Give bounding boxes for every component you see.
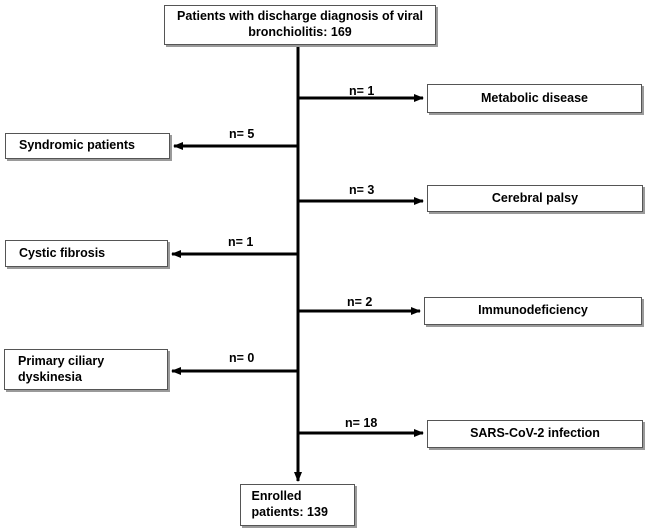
box-cerebral-palsy: Cerebral palsy [427,185,643,212]
enrolled-patients-text: Enrolled patients: 139 [251,489,328,519]
label-metabolic-disease: Metabolic disease [481,90,588,105]
count-sars-cov-2-infection: n= 18 [345,416,378,430]
count-cystic-fibrosis: n= 1 [228,235,254,249]
enrolled-patients-box: Enrolled patients: 139 [240,484,355,526]
box-metabolic-disease: Metabolic disease [427,84,642,113]
count-primary-ciliary-dyskinesia: n= 0 [229,351,255,365]
count-cerebral-palsy: n= 3 [349,183,375,197]
count-metabolic-disease: n= 1 [349,84,375,98]
label-sars-cov-2-infection: SARS-CoV-2 infection [470,426,600,441]
box-cystic-fibrosis: Cystic fibrosis [5,240,168,267]
label-immunodeficiency: Immunodeficiency [478,303,588,318]
box-syndromic-patients: Syndromic patients [5,133,170,159]
total-patients-box: Patients with discharge diagnosis of vir… [164,5,436,45]
label-cystic-fibrosis: Cystic fibrosis [19,245,106,260]
label-primary-ciliary-dyskinesia: Primary ciliary dyskinesia [18,353,105,384]
box-sars-cov-2-infection: SARS-CoV-2 infection [427,420,643,448]
label-syndromic-patients: Syndromic patients [19,138,135,153]
box-immunodeficiency: Immunodeficiency [424,297,642,325]
count-syndromic-patients: n= 5 [229,127,255,141]
total-patients-text: Patients with discharge diagnosis of vir… [177,9,423,39]
box-primary-ciliary-dyskinesia: Primary ciliary dyskinesia [4,349,168,390]
count-immunodeficiency: n= 2 [347,295,373,309]
label-cerebral-palsy: Cerebral palsy [491,190,579,205]
